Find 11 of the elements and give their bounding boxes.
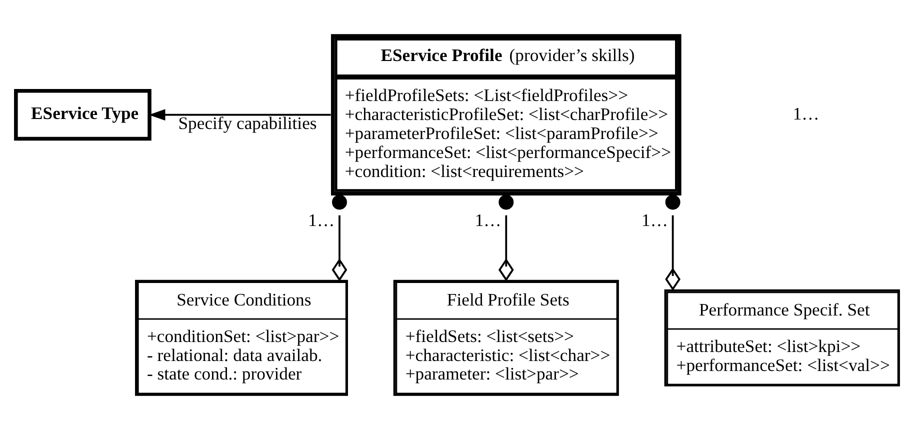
label: 1… [792,102,819,123]
node-box: EService Type [14,88,151,140]
connector [664,214,680,290]
edge-label: Specify capabilities [178,112,316,132]
edge-label: 1… [641,210,668,230]
node-box: EService Profile (provider’s skills) +fieldProfileSets: <List<fieldProfiles>> +characteristicProfileSet: <list<charProfile>> +parameterProfileSet: <list<paramProfile>> +performanceSet: <list<performanceSpecif>> +condition: <list<requirements>> [330,34,681,195]
edge-label: 1… [308,210,334,230]
arrow [148,108,330,120]
connector [498,214,514,281]
edge-label: 1… [474,210,501,230]
connector [331,214,347,281]
